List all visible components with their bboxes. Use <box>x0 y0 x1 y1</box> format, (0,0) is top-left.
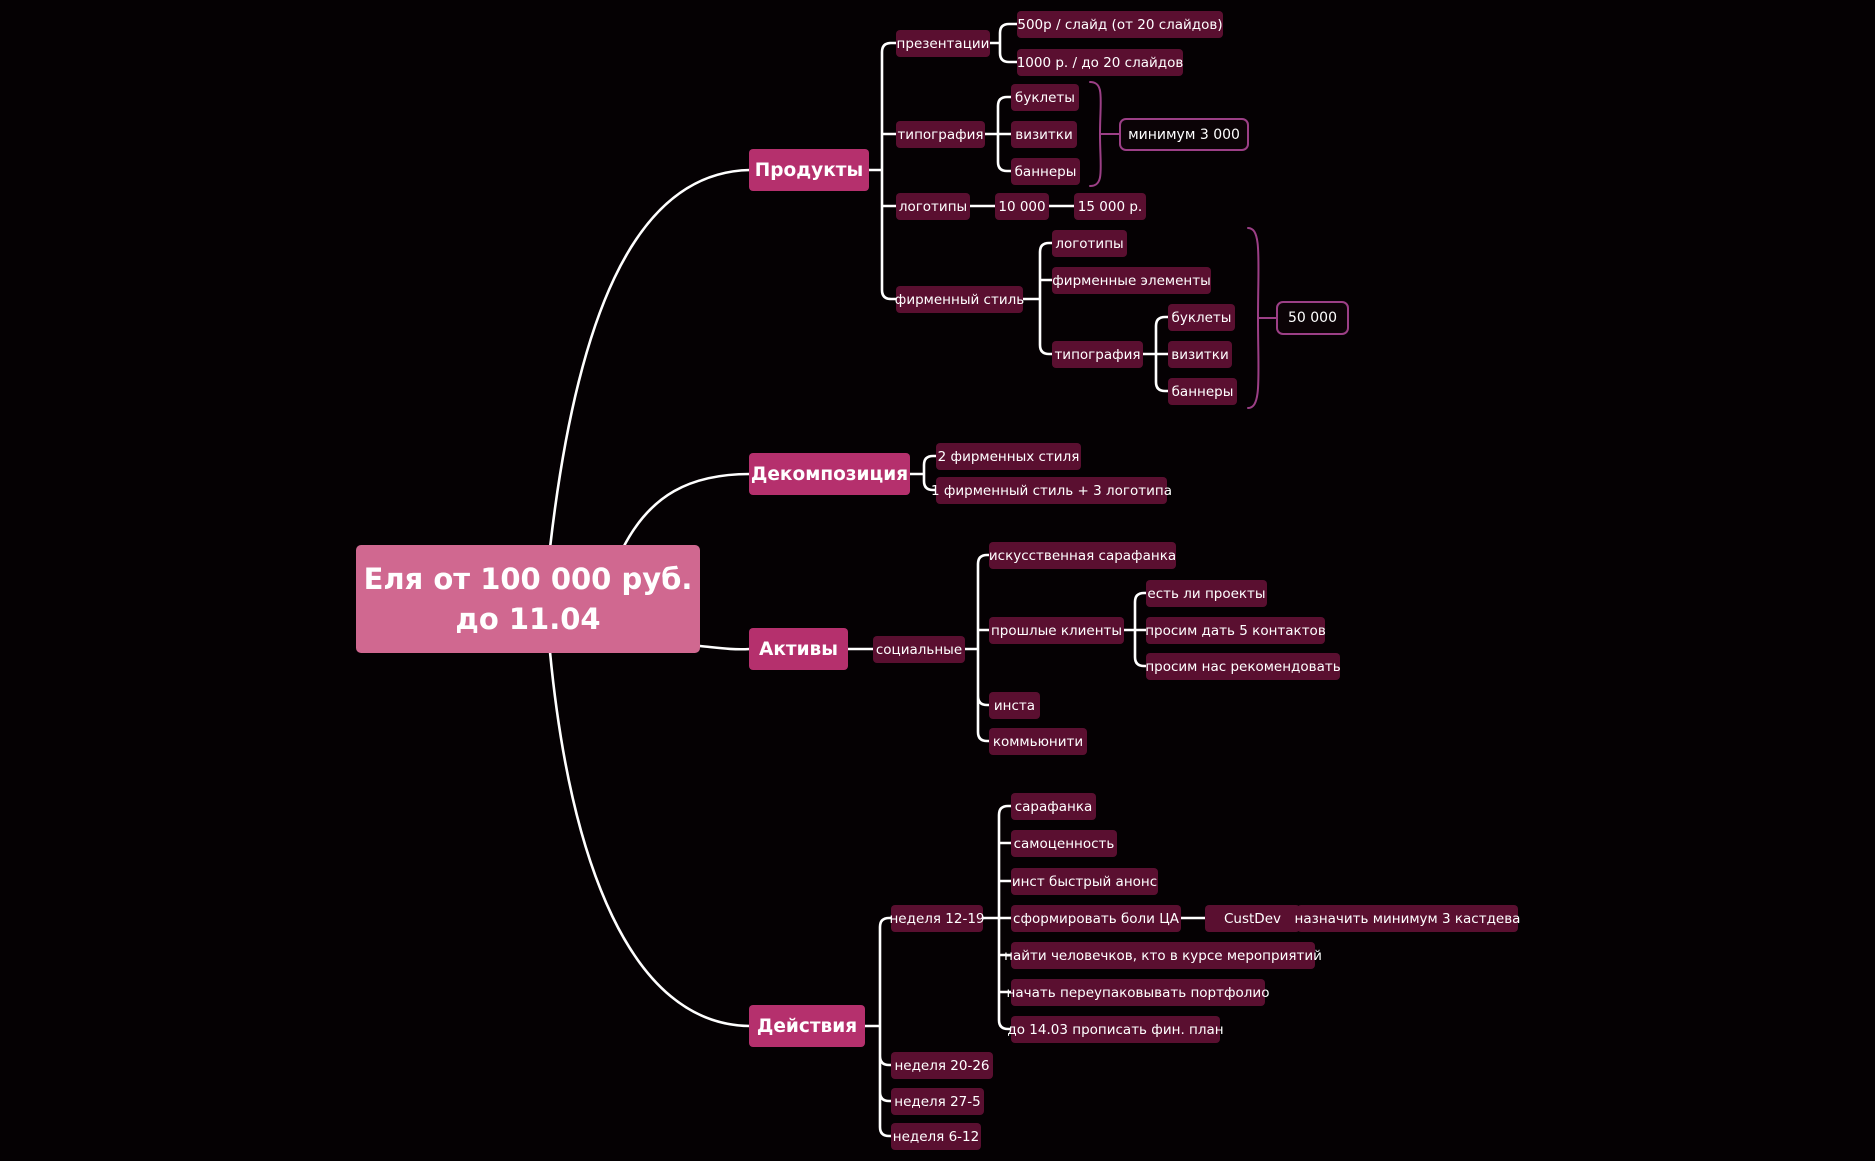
central-topic-line2: до 11.04 <box>455 602 601 636</box>
node-brand-typography-cards[interactable]: визитки <box>1168 341 1232 368</box>
branch-actions[interactable]: Действия <box>749 1005 865 1047</box>
node-typography-banners[interactable]: баннеры <box>1011 158 1080 185</box>
bracket-brand-style <box>1247 227 1278 409</box>
node-decomposition-1[interactable]: 2 фирменных стиля <box>936 443 1081 470</box>
node-brand-style[interactable]: фирменный стиль <box>895 286 1024 313</box>
node-find-people[interactable]: найти человечков, кто в курсе мероприяти… <box>1004 942 1322 969</box>
edge-social-children <box>963 553 992 743</box>
node-audience-pains[interactable]: сформировать боли ЦА <box>1011 905 1181 932</box>
node-insta-announce[interactable]: инст быстрый анонс <box>1011 868 1158 895</box>
node-week-27-5[interactable]: неделя 27-5 <box>891 1088 984 1115</box>
edge-actions-weeks <box>863 916 894 1138</box>
node-finance-plan[interactable]: до 14.03 прописать фин. план <box>1007 1016 1224 1043</box>
edge-presentations-children <box>987 22 1020 64</box>
node-logos[interactable]: логотипы <box>896 193 970 220</box>
node-presentation-price-2[interactable]: 1000 р. / до 20 слайдов <box>1017 49 1183 76</box>
node-logos-price-to[interactable]: 15 000 р. <box>1074 193 1146 220</box>
node-logos-price-from[interactable]: 10 000 <box>995 193 1049 220</box>
summary-typography[interactable]: минимум 3 000 <box>1119 118 1249 151</box>
branch-assets[interactable]: Активы <box>749 628 848 670</box>
node-week-6-12[interactable]: неделя 6-12 <box>891 1123 981 1150</box>
node-decomposition-2[interactable]: 1 фирменный стиль + 3 логотипа <box>931 477 1172 504</box>
edge-root-assets <box>698 644 752 651</box>
node-self-worth[interactable]: самоценность <box>1011 830 1117 857</box>
central-topic-line1: Еля от 100 000 руб. <box>363 562 693 596</box>
node-typography-booklets[interactable]: буклеты <box>1011 84 1079 111</box>
node-presentations[interactable]: презентации <box>896 30 990 57</box>
node-brand-typography-booklets[interactable]: буклеты <box>1168 304 1235 331</box>
node-repack-portfolio[interactable]: начать переупаковывать портфолио <box>1007 979 1269 1006</box>
node-past-clients-projects[interactable]: есть ли проекты <box>1146 580 1267 607</box>
edge-root-decomposition <box>621 472 752 550</box>
node-social[interactable]: социальные <box>873 636 965 663</box>
edge-brandstyle-children <box>1021 241 1055 356</box>
node-word-of-mouth[interactable]: сарафанка <box>1011 793 1096 820</box>
node-custdev[interactable]: CustDev <box>1205 905 1300 932</box>
node-custdev-schedule[interactable]: назначить минимум 3 кастдева <box>1295 905 1520 932</box>
node-past-clients-recommend[interactable]: просим нас рекомендовать <box>1145 653 1341 680</box>
edge-brand-typography-children <box>1141 315 1171 393</box>
node-community[interactable]: коммьюнити <box>989 728 1087 755</box>
node-brand-elements[interactable]: фирменные элементы <box>1052 267 1211 294</box>
node-artificial-word-of-mouth[interactable]: искусственная сарафанка <box>989 542 1176 569</box>
node-brand-typography-banners[interactable]: баннеры <box>1168 378 1237 405</box>
branch-decomposition[interactable]: Декомпозиция <box>749 453 910 495</box>
node-insta[interactable]: инста <box>989 692 1040 719</box>
summary-brand-style[interactable]: 50 000 <box>1276 301 1349 335</box>
branch-products[interactable]: Продукты <box>749 149 869 191</box>
edge-root-actions <box>548 650 752 1028</box>
node-brand-logos[interactable]: логотипы <box>1052 230 1127 257</box>
node-week-20-26[interactable]: неделя 20-26 <box>891 1052 993 1079</box>
node-past-clients-contacts[interactable]: просим дать 5 контактов <box>1145 617 1326 644</box>
bracket-typography <box>1089 81 1121 187</box>
node-presentation-price-1[interactable]: 500р / слайд (от 20 слайдов) <box>1017 11 1223 38</box>
node-typography[interactable]: типография <box>896 121 985 148</box>
node-brand-typography[interactable]: типография <box>1052 341 1143 368</box>
edge-products-children <box>867 41 899 301</box>
edge-pastclients-children <box>1122 591 1149 668</box>
edge-typography-children <box>983 95 1014 173</box>
node-typography-cards[interactable]: визитки <box>1011 121 1077 148</box>
node-past-clients[interactable]: прошлые клиенты <box>989 617 1124 644</box>
edge-root-products <box>548 168 752 550</box>
node-week-12-19[interactable]: неделя 12-19 <box>889 905 985 932</box>
central-topic[interactable]: Еля от 100 000 руб. до 11.04 <box>356 545 700 653</box>
